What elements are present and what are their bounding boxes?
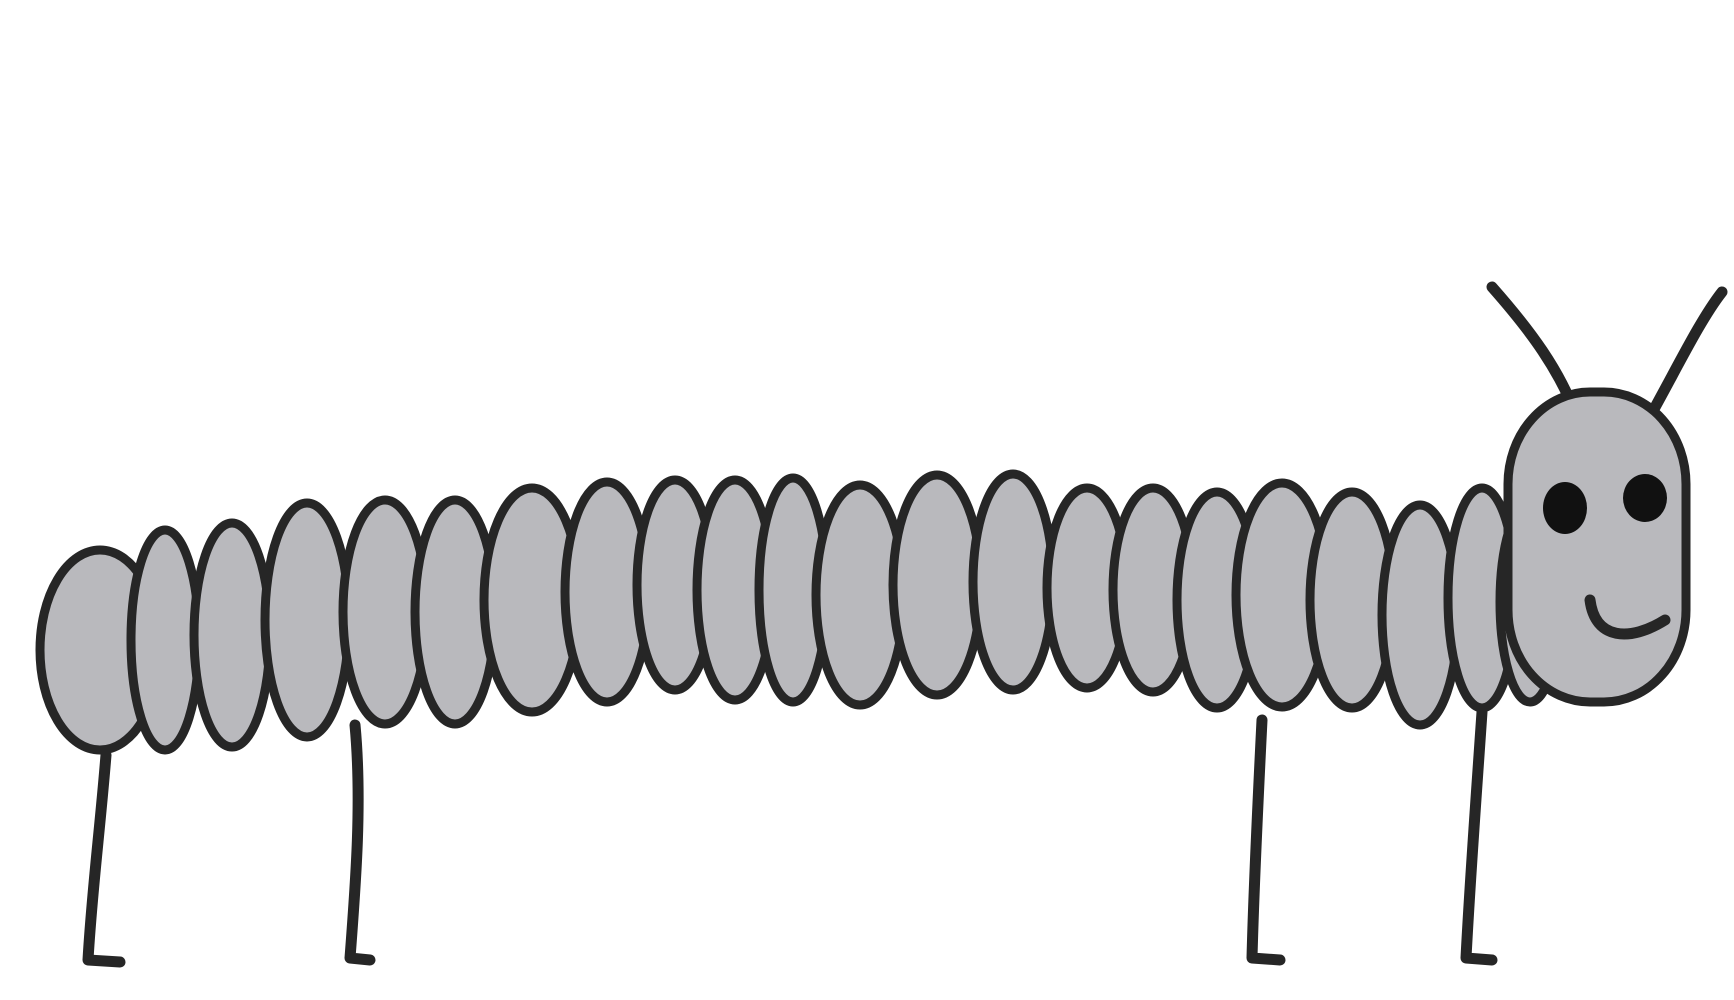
leg-front-1	[1246, 714, 1286, 966]
head	[1503, 387, 1691, 707]
eye-left-icon	[1543, 482, 1587, 534]
body-segment	[968, 469, 1058, 695]
body-segment	[189, 518, 275, 752]
legs	[82, 706, 1498, 968]
eye-right-icon	[1623, 474, 1667, 522]
face	[1543, 474, 1671, 640]
smile-icon	[1584, 594, 1671, 640]
body-segments	[35, 387, 1691, 755]
leg-front-2	[1460, 706, 1498, 966]
antenna-right	[1642, 286, 1728, 426]
body-segment	[260, 498, 354, 742]
body-segment	[126, 525, 204, 755]
leg-back-1	[82, 749, 126, 968]
body-segment	[888, 470, 986, 700]
leg-back-2	[344, 719, 376, 966]
